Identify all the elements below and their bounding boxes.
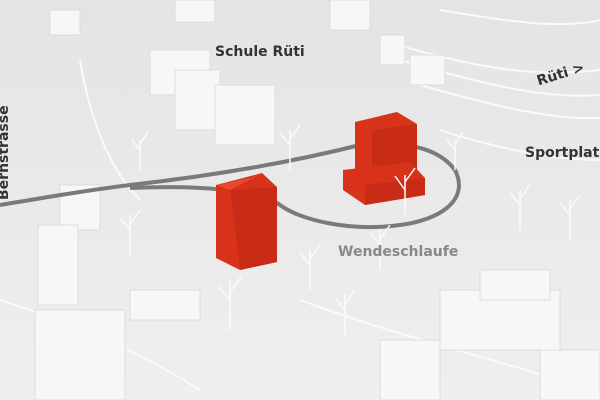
label-bernstrasse: Bernstrasse [0,105,12,200]
existing-buildings [34,0,600,400]
label-wendeschlaufe: Wendeschlaufe [338,244,459,260]
label-schule-ruti: Schule Rüti [215,44,305,60]
label-sportplatz: Sportplat [525,145,600,161]
proposed-building-east [343,112,425,205]
proposed-building-west [216,173,277,270]
road [0,141,461,229]
trees [119,124,581,335]
